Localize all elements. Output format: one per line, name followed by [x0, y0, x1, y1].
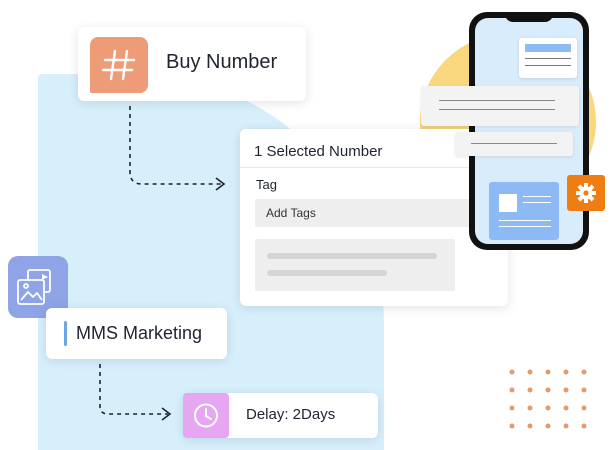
mms-accent-bar [64, 321, 67, 346]
connector-buy-to-selected [129, 106, 222, 185]
gear-tile[interactable] [567, 175, 605, 211]
image-gallery-icon [17, 269, 51, 305]
card-divider [240, 167, 508, 168]
chat-bubble [455, 132, 573, 156]
phone-notch [505, 12, 553, 22]
chat-bubble [421, 86, 579, 126]
message-card-top [519, 38, 577, 78]
add-tags-input[interactable]: Add Tags [255, 199, 495, 227]
connector-mms-to-delay [99, 364, 168, 415]
buy-number-card[interactable]: Buy Number [78, 27, 306, 101]
placeholder-block [255, 239, 455, 291]
smartphone-icon [469, 12, 589, 250]
hash-icon [101, 49, 136, 81]
clock-icon [194, 403, 218, 428]
placeholder-line [267, 253, 437, 259]
dot-grid-decoration [509, 369, 587, 429]
gear-icon [576, 183, 596, 203]
selected-number-title: 1 Selected Number [254, 143, 383, 160]
mms-tile [8, 256, 68, 318]
delay-card[interactable]: Delay: 2Days [183, 393, 378, 438]
tag-label: Tag [256, 177, 277, 192]
delay-label: Delay: 2Days [246, 406, 336, 423]
arrowhead-1 [215, 177, 226, 191]
placeholder-line [267, 270, 387, 276]
phone-screen [475, 18, 583, 244]
mms-marketing-label: MMS Marketing [76, 323, 203, 343]
mms-marketing-card[interactable]: MMS Marketing [46, 308, 227, 359]
arrowhead-2 [161, 407, 172, 421]
clock-tile [183, 393, 229, 438]
message-card-blue [489, 182, 559, 240]
buy-number-label: Buy Number [166, 51, 278, 73]
selected-number-card: 1 Selected Number Tag Add Tags [240, 129, 508, 306]
hash-tile [90, 37, 148, 93]
